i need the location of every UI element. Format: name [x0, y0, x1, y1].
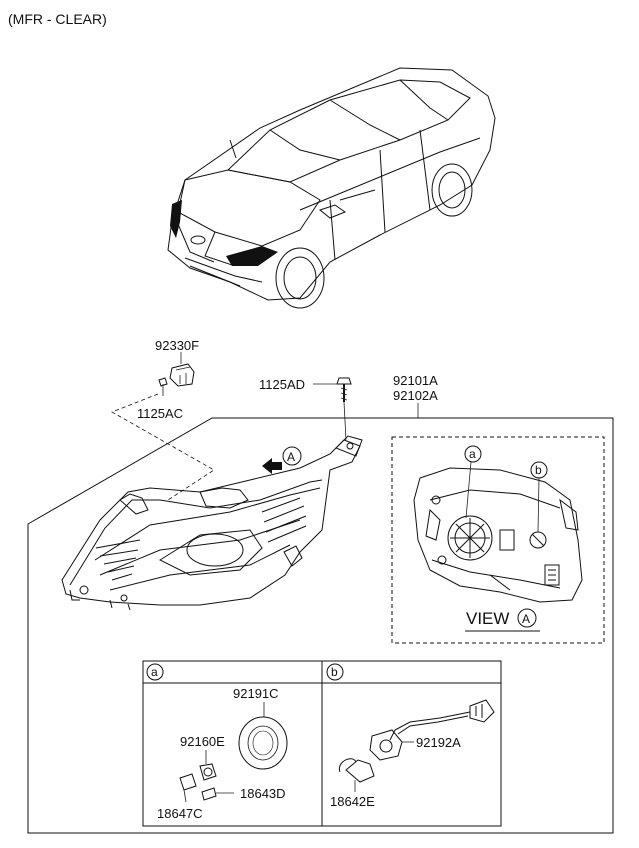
- label-92101A: 92101A: [393, 373, 438, 388]
- car-illustration: [167, 67, 496, 309]
- detail-panels: [142, 660, 502, 827]
- label-1125AC: 1125AC: [137, 406, 183, 421]
- label-18647C: 18647C: [157, 806, 203, 821]
- actuator-92330F: [169, 363, 195, 387]
- view-a-caption-letter: A: [522, 612, 530, 626]
- label-1125AD: 1125AD: [259, 377, 305, 392]
- cover-92191C: [238, 716, 288, 770]
- bulb-18643D: [201, 787, 234, 801]
- panel-b-tag-circle: [326, 663, 344, 681]
- view-a-caption: VIEW: [466, 609, 509, 628]
- callout-b-letter: b: [535, 463, 542, 477]
- view-marker-letter: A: [287, 450, 295, 464]
- wiring-harness-92192A: [369, 699, 495, 761]
- right-headlamp-highlight: [226, 246, 278, 266]
- view-a-box: [391, 436, 605, 644]
- bulb-92160E: [199, 763, 217, 781]
- view-a-caption-circle: [517, 608, 537, 628]
- dashed-leader: [111, 393, 215, 501]
- label-92102A: 92102A: [393, 388, 438, 403]
- panel-b-tag: b: [331, 665, 338, 679]
- assembly-frame: [27, 417, 614, 834]
- diagram-title: (MFR - CLEAR): [8, 11, 107, 27]
- panel-a-tag: a: [151, 665, 158, 679]
- label-92191C: 92191C: [233, 686, 279, 701]
- headlamp-assembly: [61, 435, 363, 611]
- panel-a-tag-circle: [146, 663, 164, 681]
- callout-a-letter: a: [469, 447, 476, 461]
- label-92160E: 92160E: [180, 734, 225, 749]
- label-18642E: 18642E: [330, 794, 375, 809]
- view-a-rear-of-headlamp: [413, 467, 583, 603]
- left-headlamp-highlight: [170, 200, 182, 238]
- socket-18647C: [179, 773, 197, 803]
- label-18643D: 18643D: [240, 786, 286, 801]
- label-92330F: 92330F: [155, 338, 199, 353]
- bolt-1125AD: [336, 377, 352, 402]
- callout-a-circle: [464, 445, 482, 463]
- screw-1125AC: [158, 377, 168, 396]
- view-marker-circle: [282, 446, 302, 466]
- bulb-18642E: [338, 758, 375, 783]
- label-92192A: 92192A: [416, 735, 461, 750]
- view-arrow: [262, 458, 282, 474]
